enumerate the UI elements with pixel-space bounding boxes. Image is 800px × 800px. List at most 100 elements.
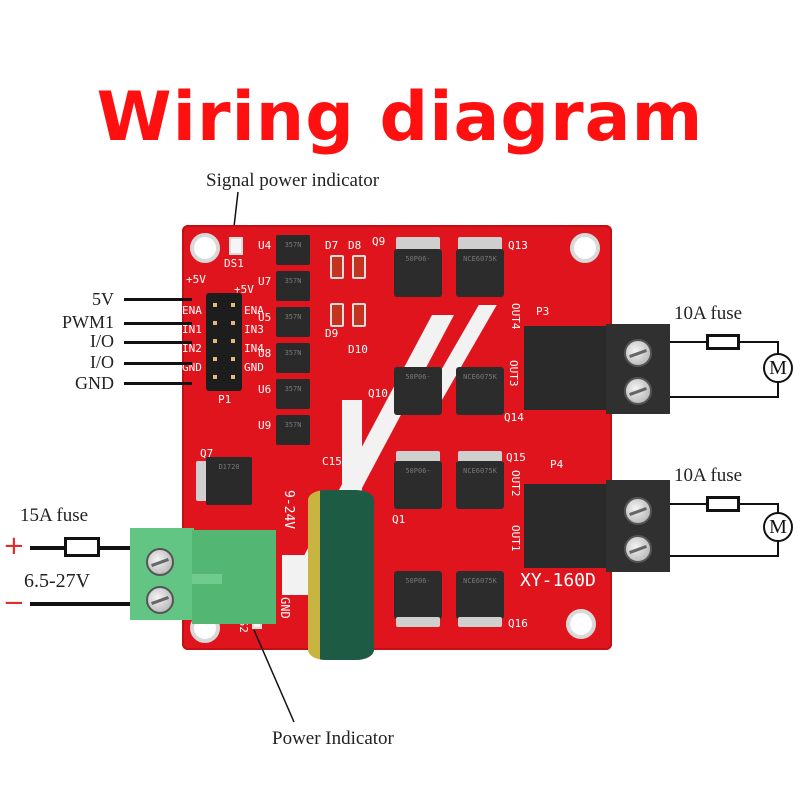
optocoupler-u8: 357N: [276, 343, 310, 373]
silk-d9: D9: [325, 327, 339, 340]
screw-icon[interactable]: [624, 377, 652, 405]
silk-q16: Q16: [508, 617, 528, 630]
silk-in1: IN1: [182, 323, 202, 336]
regulator-q7: D1720: [206, 457, 252, 505]
motor-icon: M: [763, 512, 793, 542]
control-pin-label-pwm1: PWM1: [61, 312, 114, 332]
silk-q15: Q15: [506, 451, 526, 464]
silk-d8: D8: [348, 239, 362, 252]
wire: [30, 602, 132, 606]
page-title: Wiring diagram: [96, 78, 704, 157]
diode-d7: [330, 255, 344, 279]
mosfet-q16: NCE6075K: [456, 571, 504, 619]
silk-q1: Q1: [392, 513, 406, 526]
wire: [30, 546, 66, 550]
mounting-hole-top-left: [190, 233, 220, 263]
control-pin-label-io-2: I/O: [90, 352, 114, 372]
silk-gnd-bottom: GND: [278, 597, 292, 619]
silk-u7: U7: [258, 275, 272, 288]
wire: [777, 382, 779, 398]
silk-q10: Q10: [368, 387, 388, 400]
screw-icon[interactable]: [146, 586, 174, 614]
silk-p3: P3: [536, 305, 550, 318]
mosfet-q15: NCE6075K: [456, 461, 504, 509]
input-power-terminal-plug: [192, 530, 276, 624]
silk-in3: IN3: [244, 323, 264, 336]
wire: [124, 341, 192, 344]
screw-icon[interactable]: [146, 548, 174, 576]
optocoupler-u7: 357N: [276, 271, 310, 301]
silk-u8: U8: [258, 347, 272, 360]
silk-in2: IN2: [182, 342, 202, 355]
silk-u6: U6: [258, 383, 272, 396]
diode-d8: [352, 255, 366, 279]
silk-plus5v-right: +5V: [234, 283, 254, 296]
silk-q13: Q13: [508, 239, 528, 252]
input-voltage-label: 6.5-27V: [24, 570, 91, 592]
optocoupler-u5: 357N: [276, 307, 310, 337]
mosfet-q14: NCE6075K: [456, 367, 504, 415]
silk-p4: P4: [550, 458, 564, 471]
silk-gnd-right: GND: [244, 361, 264, 374]
silk-ds1: DS1: [224, 257, 244, 270]
silk-plus5v-left: +5V: [186, 273, 206, 286]
mosfet-q10: 50P06-: [394, 367, 442, 415]
plus-sign: +: [3, 531, 25, 561]
silk-u5: U5: [258, 311, 272, 324]
control-header-p1[interactable]: [206, 293, 242, 391]
silk-d7: D7: [325, 239, 339, 252]
screw-icon[interactable]: [624, 339, 652, 367]
fuse-icon: [706, 334, 740, 350]
silk-d10: D10: [348, 343, 368, 356]
wire: [670, 555, 779, 557]
optocoupler-u4: 357N: [276, 235, 310, 265]
board-model-label: XY-160D: [520, 570, 596, 591]
mounting-hole-top-right: [570, 233, 600, 263]
diode-d9: [330, 303, 344, 327]
wire: [124, 298, 192, 301]
silk-in4: IN4: [244, 342, 264, 355]
silk-out4: OUT4: [509, 303, 522, 330]
silk-u4: U4: [258, 239, 272, 252]
wire: [124, 362, 192, 365]
input-fuse-label: 15A fuse: [20, 505, 89, 526]
control-pin-label-5v: 5V: [92, 289, 114, 309]
output-terminal-p3-body: [524, 326, 616, 410]
optocoupler-u6: 357N: [276, 379, 310, 409]
silk-out1: OUT1: [509, 525, 522, 552]
silk-q14: Q14: [504, 411, 524, 424]
screw-icon[interactable]: [624, 497, 652, 525]
silk-out2: OUT2: [509, 470, 522, 497]
mosfet-q11: 50P06-: [394, 461, 442, 509]
silk-enb: ENA: [244, 304, 264, 317]
mosfet-q12: 50P06-: [394, 571, 442, 619]
wire: [670, 503, 710, 505]
silk-q9: Q9: [372, 235, 386, 248]
fuse-icon: [706, 496, 740, 512]
power-indicator-label: Power Indicator: [272, 728, 394, 749]
wire: [124, 322, 192, 325]
output-terminal-p4-body: [524, 484, 616, 568]
output-terminal-p4[interactable]: [606, 480, 670, 572]
silk-ena: ENA: [182, 304, 202, 317]
fuse-icon: [64, 537, 100, 557]
wire: [740, 503, 779, 505]
mosfet-q13: NCE6075K: [456, 249, 504, 297]
silk-u9: U9: [258, 419, 272, 432]
output-fuse-bottom-label: 10A fuse: [674, 465, 743, 486]
wire: [777, 503, 779, 514]
wire: [777, 341, 779, 355]
silk-p1: P1: [218, 393, 232, 406]
wire: [670, 341, 710, 343]
silk-q7: Q7: [200, 447, 214, 460]
input-power-terminal[interactable]: [130, 528, 194, 620]
silk-out3: OUT3: [507, 360, 520, 387]
wire: [124, 382, 192, 385]
wire: [740, 341, 779, 343]
signal-power-indicator-label: Signal power indicator: [206, 170, 380, 191]
control-pin-label-gnd: GND: [75, 373, 114, 393]
power-indicator-leader-line: [253, 630, 295, 723]
screw-icon[interactable]: [624, 535, 652, 563]
output-terminal-p3[interactable]: [606, 324, 670, 414]
minus-sign: −: [3, 588, 25, 618]
